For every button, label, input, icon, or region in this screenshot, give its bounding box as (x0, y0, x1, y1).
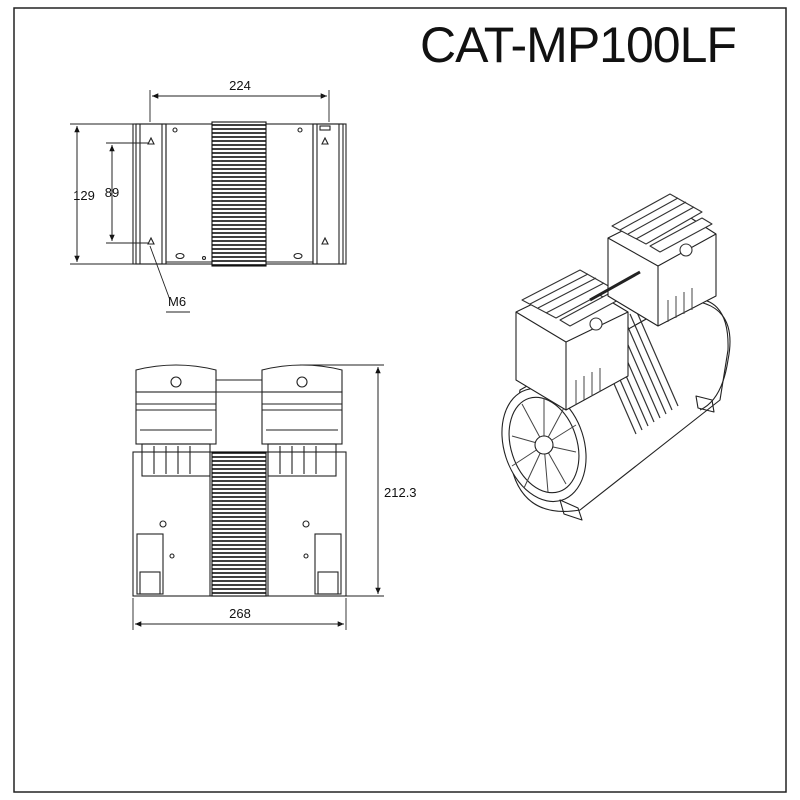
top-height-label: 129 (73, 188, 95, 203)
iso-front-head-fins (521, 269, 623, 331)
right-foot (314, 533, 342, 595)
front-view (132, 364, 347, 597)
front-width-label: 268 (229, 606, 251, 621)
left-foot (136, 533, 164, 595)
front-height-label: 212.3 (384, 485, 417, 500)
iso-rear-foot (695, 395, 715, 413)
isometric-view (501, 193, 731, 521)
page-frame (13, 7, 787, 793)
mount-hole-tl (147, 136, 155, 145)
left-cylinder-head (135, 391, 217, 445)
mount-hole-bl (147, 236, 155, 245)
top-motor-fins (211, 121, 267, 267)
model-title: CAT-MP100LF (420, 17, 737, 73)
left-valve-block (141, 443, 211, 477)
right-cylinder-head (261, 391, 343, 445)
front-view-dimensions (132, 364, 384, 630)
mount-hole-tr (321, 136, 329, 145)
left-head-cap (135, 364, 217, 393)
top-width-label: 224 (229, 78, 251, 93)
thread-label: M6 (168, 294, 186, 309)
top-inner-label: 89 (105, 185, 119, 200)
iso-front-foot (559, 499, 583, 521)
fan-hub (534, 435, 554, 455)
right-head-cap (261, 364, 343, 393)
front-motor-fins (211, 451, 267, 597)
mount-hole-br (321, 236, 329, 245)
top-view (132, 121, 347, 267)
iso-rear-head-fins (611, 193, 713, 257)
right-valve-block (267, 443, 337, 477)
iso-valve-slats (575, 288, 693, 404)
top-view-dimensions (70, 90, 330, 313)
